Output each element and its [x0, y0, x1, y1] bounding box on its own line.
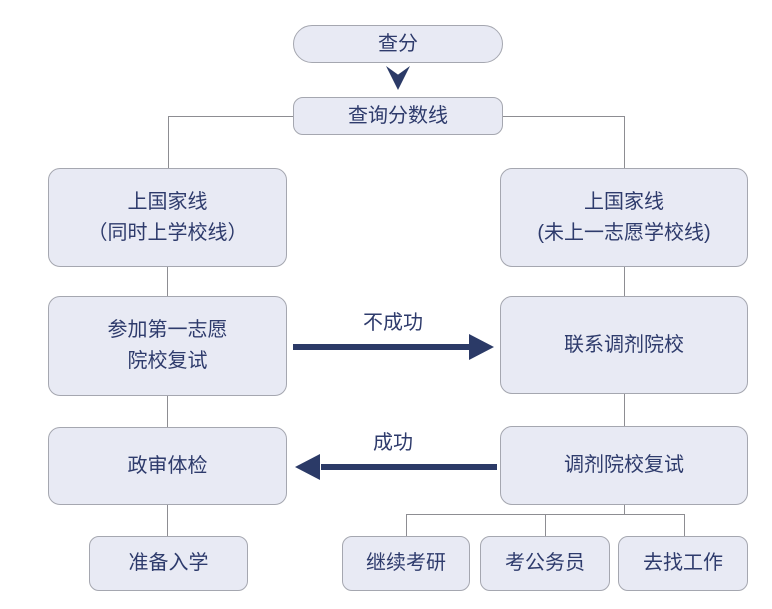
- node-label-line2: (未上一志愿学校线): [537, 221, 711, 244]
- node-label: 去找工作: [643, 552, 723, 574]
- node-check-score: 查分: [293, 25, 503, 63]
- node-label-line1: 参加第一志愿: [107, 319, 228, 341]
- node-prepare-enrollment: 准备入学: [89, 536, 248, 591]
- down-arrow-icon: [386, 66, 410, 90]
- node-label-line2: （同时上学校线）: [87, 221, 248, 244]
- node-civil-service-exam: 考公务员: [480, 536, 610, 591]
- node-political-review: 政审体检: [48, 427, 287, 505]
- unsuccessful-arrow-shaft: [293, 344, 471, 350]
- node-label: 调剂院校复试: [564, 454, 684, 476]
- connector-right-1: [624, 267, 625, 296]
- node-label-line1: 上国家线: [127, 190, 208, 213]
- node-label-line1: 上国家线: [584, 190, 664, 213]
- connector-right-3: [624, 505, 625, 515]
- connector-right-2: [624, 394, 625, 426]
- connector-left-1: [167, 267, 168, 296]
- node-contact-adjustment: 联系调剂院校: [500, 296, 748, 394]
- node-label: 查询分数线: [348, 104, 448, 127]
- node-label: 联系调剂院校: [564, 333, 684, 356]
- node-find-job: 去找工作: [618, 536, 748, 591]
- node-label: 查分: [378, 32, 418, 55]
- connector-left-3: [167, 505, 168, 536]
- connector-top-left-vertical: [168, 116, 169, 168]
- connector-top-left-horizontal: [168, 116, 293, 117]
- node-check-cutoff: 查询分数线: [293, 97, 503, 135]
- node-left-branch: 上国家线 （同时上学校线）: [48, 168, 287, 267]
- node-label: 继续考研: [366, 552, 446, 574]
- connector-left-2: [167, 396, 168, 427]
- node-first-choice-retest: 参加第一志愿 院校复试: [48, 296, 287, 396]
- left-arrowhead-icon: [295, 454, 320, 480]
- connector-top-right-horizontal: [503, 116, 624, 117]
- connector-tree-drop-3: [684, 514, 685, 536]
- node-label-line2: 院校复试: [127, 350, 208, 372]
- connector-tree-drop-2: [545, 514, 546, 536]
- right-arrowhead-icon: [469, 334, 494, 360]
- connector-top-right-vertical: [624, 116, 625, 168]
- successful-arrow-shaft: [321, 464, 497, 470]
- node-retake-exam: 继续考研: [342, 536, 470, 591]
- node-right-branch: 上国家线 (未上一志愿学校线): [500, 168, 748, 267]
- edge-label-unsuccessful: 不成功: [363, 312, 423, 334]
- node-adjustment-retest: 调剂院校复试: [500, 426, 748, 505]
- connector-tree-drop-1: [406, 514, 407, 536]
- node-label: 考公务员: [505, 552, 585, 574]
- node-label: 政审体检: [127, 454, 208, 477]
- node-label: 准备入学: [128, 552, 209, 574]
- edge-label-successful: 成功: [373, 432, 413, 454]
